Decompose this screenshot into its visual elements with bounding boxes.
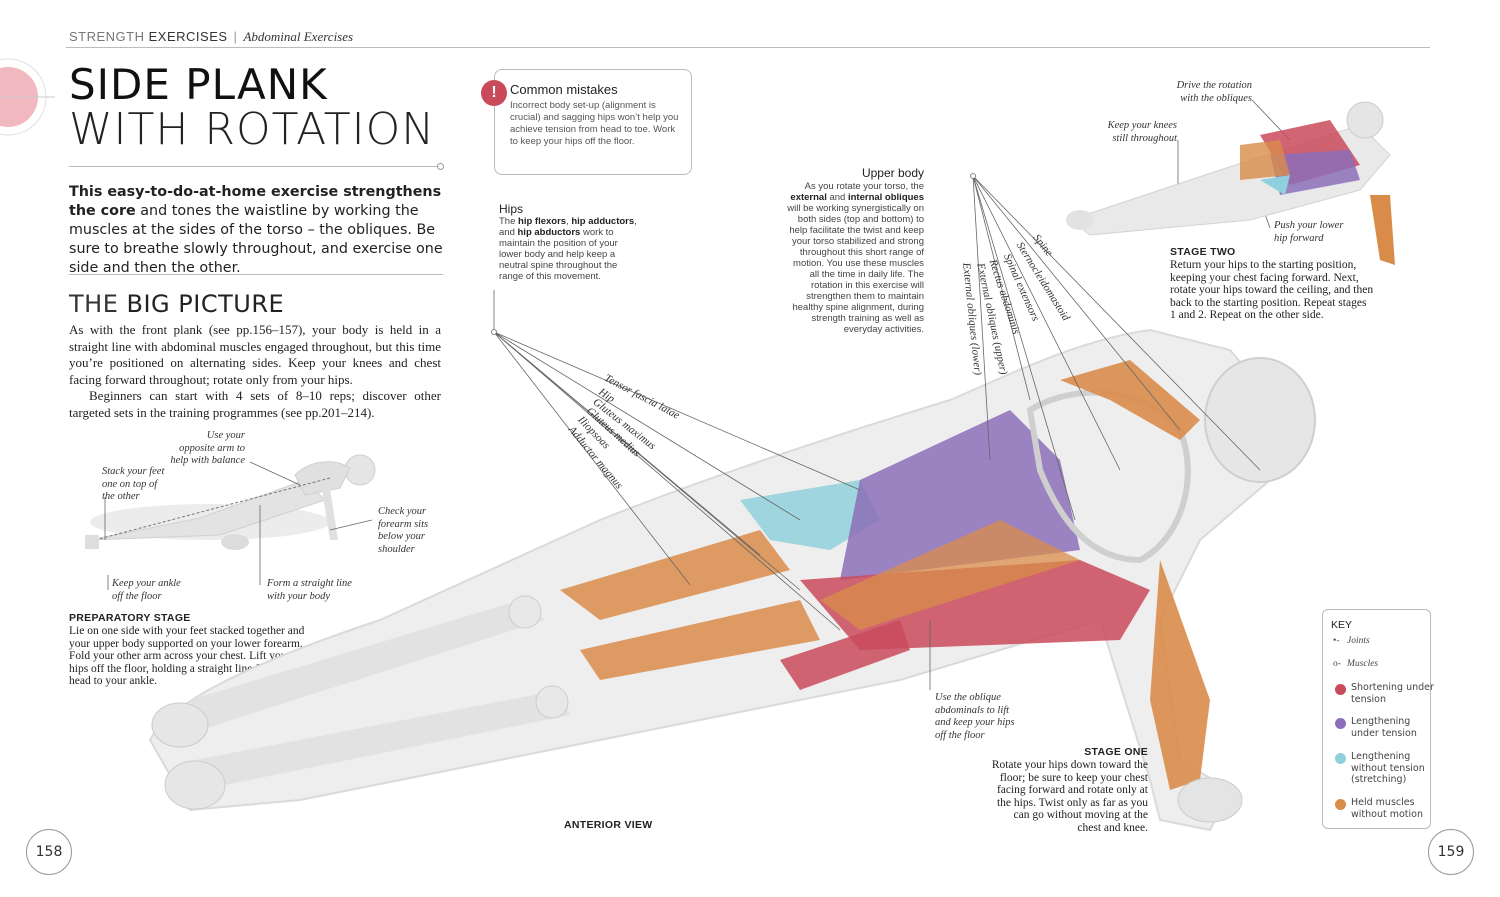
key-item-held: Held muscles without motion [1335, 797, 1441, 820]
lengthening-swatch [1335, 718, 1346, 729]
intro-rule [69, 274, 443, 275]
prep-caption-opposite-arm: Use your opposite arm to help with balan… [170, 430, 245, 466]
stage-one-text: Rotate your hips down toward the floor; … [991, 759, 1148, 834]
upper-body-title: Upper body [861, 166, 924, 180]
section-light: STRENGTH [69, 29, 145, 44]
prep-stage-text: Lie on one side with your feet stacked t… [69, 625, 305, 687]
common-mistakes-title: Common mistakes [510, 82, 618, 97]
intro-text: This easy-to-do-at-home exercise strengt… [69, 183, 449, 278]
muscle-marker-icon: o- [1333, 659, 1341, 669]
key-box: KEY •-Joints o-Muscles Shortening under … [1322, 609, 1434, 829]
header-rule [66, 47, 1430, 48]
running-header: STRENGTH EXERCISES|Abdominal Exercises [69, 29, 354, 44]
stage-two-text: Return your hips to the starting positio… [1170, 259, 1374, 321]
warning-icon: ! [481, 80, 507, 106]
key-muscles: o-Muscles [1333, 659, 1379, 669]
page-number-right: 159 [1428, 829, 1474, 875]
key-joints: •-Joints [1333, 636, 1370, 646]
prep-caption-check-forearm: Check your forearm sits below your shoul… [378, 506, 429, 555]
prep-caption-straight-line: Form a straight line with your body [267, 578, 352, 602]
stage-one-heading: STAGE ONE [1084, 746, 1148, 758]
prep-stage-heading: PREPARATORY STAGE [69, 612, 191, 624]
stage-two-illustration [1066, 101, 1395, 265]
key-item-shortening: Shortening under tension [1335, 682, 1441, 705]
stage-two-caption-knees: Keep your knees still throughout [1107, 120, 1177, 144]
big-picture-heading: THE BIG PICTURE [69, 290, 284, 318]
section-sub: Abdominal Exercises [243, 29, 354, 44]
title-rule [69, 166, 443, 167]
stretching-swatch [1335, 753, 1346, 764]
hips-text: The hip flexors, hip adductors, and hip … [499, 216, 637, 282]
stage-two-caption-drive: Drive the rotation with the obliques [1176, 80, 1252, 104]
joint-marker-icon: •- [1333, 636, 1340, 646]
prep-caption-stack-feet: Stack your feet one on top of the other [102, 466, 165, 502]
section-bold: EXERCISES [148, 29, 228, 44]
intro-rest: and tones the waistline by working the m… [69, 203, 443, 276]
oblique-caption: Use the oblique abdominals to lift and k… [935, 692, 1015, 741]
heading-light: THE [69, 290, 119, 318]
corner-decoration [0, 58, 55, 136]
big-picture-p2: Beginners can start with 4 sets of 8–10 … [69, 388, 441, 420]
upper-body-text: As you rotate your torso, the external a… [787, 181, 924, 335]
stage-two-heading: STAGE TWO [1170, 246, 1236, 258]
prep-figure-illustration [85, 454, 376, 550]
key-title: KEY [1331, 619, 1353, 631]
key-item-stretching: Lengthening without tension (stretching) [1335, 751, 1431, 786]
rule-end-icon [437, 163, 444, 170]
prep-caption-ankle: Keep your ankle off the floor [112, 578, 181, 602]
common-mistakes-box [494, 69, 692, 175]
title-line1: SIDE PLANK [69, 60, 328, 109]
page-number-left: 158 [26, 829, 72, 875]
common-mistakes-text: Incorrect body set-up (alignment is cruc… [510, 100, 679, 147]
shortening-swatch [1335, 684, 1346, 695]
key-item-lengthening: Lengthening under tension [1335, 716, 1441, 739]
heading-bold: BIG PICTURE [126, 290, 285, 318]
big-picture-p1: As with the front plank (see pp.156–157)… [69, 322, 441, 387]
view-label: ANTERIOR VIEW [564, 819, 653, 831]
stage-two-caption-push: Push your lower hip forward [1274, 220, 1344, 244]
title-line2: WITH ROTATION [69, 104, 436, 155]
big-picture-text: As with the front plank (see pp.156–157)… [69, 322, 441, 421]
intro-lead: This easy-to-do-at-home exercise strengt… [69, 184, 442, 219]
hips-title: Hips [499, 202, 524, 216]
held-swatch [1335, 799, 1346, 810]
